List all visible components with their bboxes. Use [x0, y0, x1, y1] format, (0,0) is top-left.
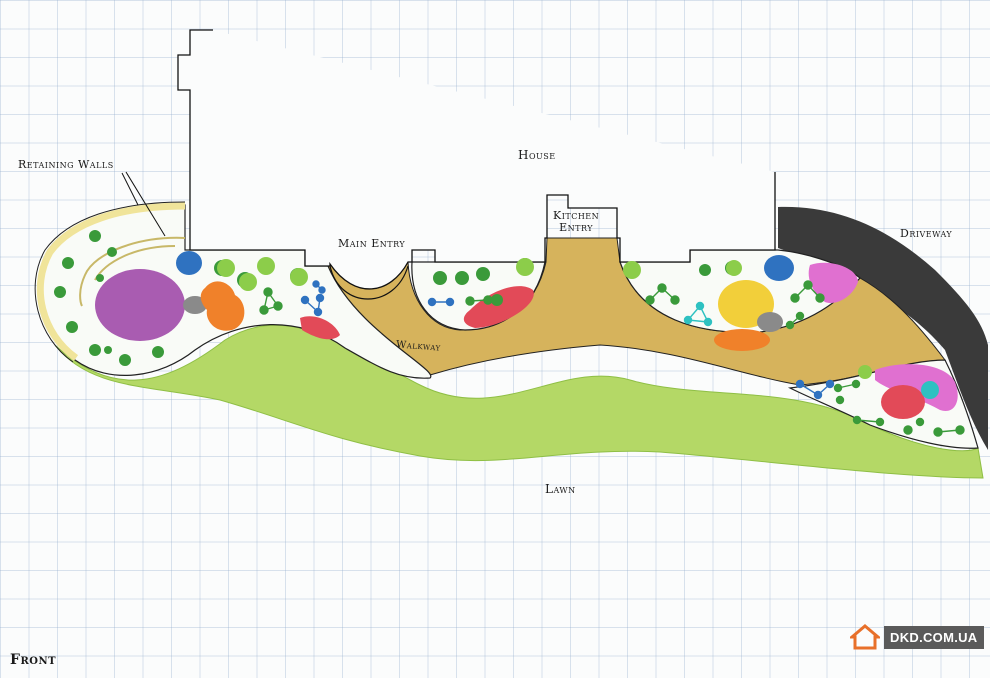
teal-shrub-lower: [921, 381, 939, 399]
kitchen-entry-label-line1: Kitchen: [553, 209, 600, 222]
watermark-text: DKD.COM.UA: [884, 625, 984, 649]
red-shrub-center: [463, 286, 534, 328]
retaining-walls-pointer-1: [121, 172, 139, 206]
kitchen-entry-label: Kitchen Entry: [553, 210, 599, 234]
main-entry-arch: [329, 265, 409, 300]
lawn-label: Lawn: [545, 482, 576, 496]
kitchen-entry-label-line2: Entry: [559, 221, 594, 234]
orange-shrub-left: [200, 281, 245, 331]
front-label: Front: [10, 652, 57, 668]
purple-tree: [95, 269, 185, 341]
retaining-walls-pointer-2: [125, 171, 166, 237]
retaining-wall-outer: [36, 202, 186, 361]
light-shrubs: [217, 257, 872, 379]
red-shrub-left: [300, 316, 340, 340]
driveway-label: Driveway: [900, 227, 953, 240]
orange-shrub-right: [714, 329, 770, 351]
blue-shrub-left: [176, 251, 202, 275]
house-label: House: [518, 148, 556, 162]
grey-rock-left: [183, 296, 207, 314]
magenta-shrub-right: [808, 262, 858, 304]
red-shrub-lower: [881, 385, 925, 419]
retaining-walls-label: Retaining Walls: [18, 158, 114, 171]
blue-shrub-right: [764, 255, 794, 281]
grey-rock-right: [757, 312, 783, 332]
magenta-shrub-lower: [875, 364, 958, 411]
walkway-area: [324, 237, 946, 386]
house-outline: [177, 29, 776, 290]
main-entry-label: Main Entry: [338, 237, 406, 250]
watermark: DKD.COM.UA: [850, 624, 986, 650]
retaining-wall-inner: [79, 236, 186, 307]
plant-clusters: [259, 280, 965, 437]
retaining-wall-outer-line: [34, 201, 186, 363]
house-logo-icon: [850, 624, 880, 650]
